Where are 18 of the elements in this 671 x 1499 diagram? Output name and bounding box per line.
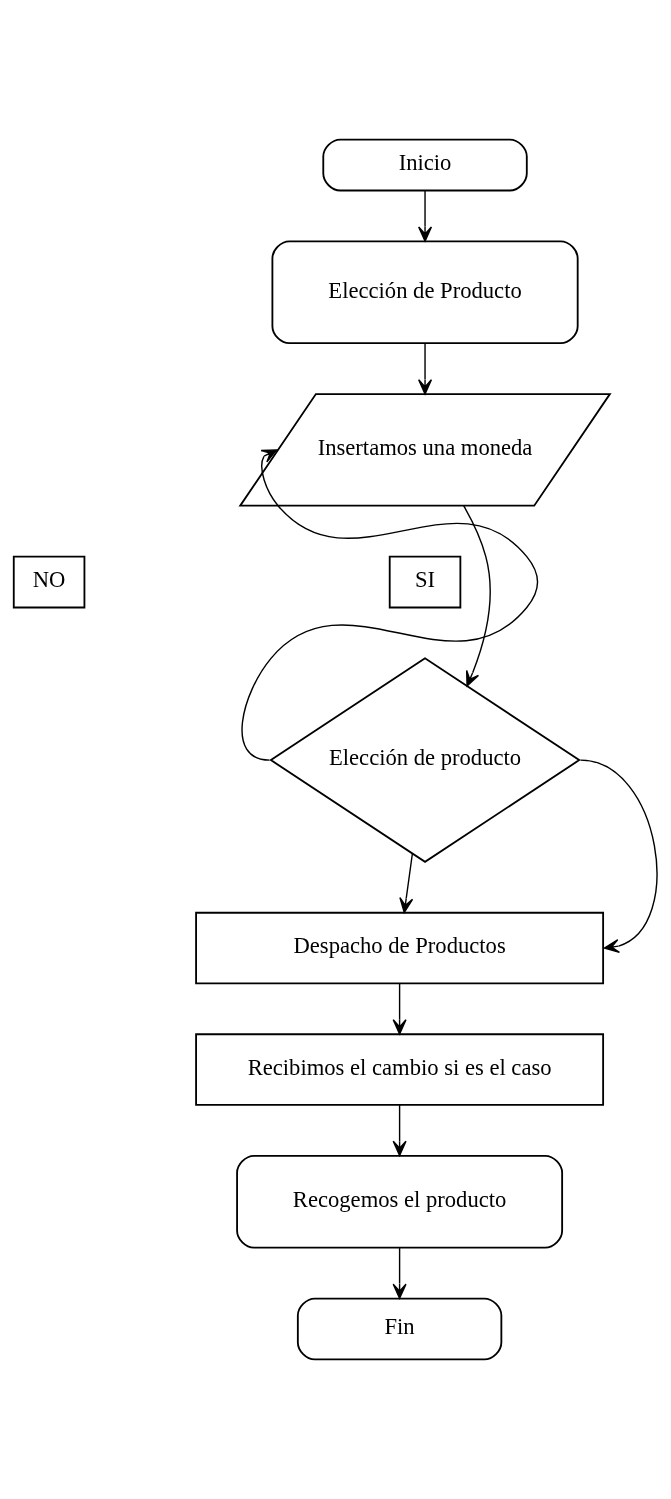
arrow	[392, 1247, 407, 1299]
node-box: Inicio	[322, 138, 528, 192]
node-box: SI	[388, 555, 462, 609]
node-box: Fin	[296, 1297, 503, 1361]
node-diamond: Elección de producto	[269, 657, 581, 863]
node-box: Despacho de Productos	[195, 911, 605, 985]
arrow	[417, 342, 433, 395]
arrow	[417, 190, 433, 242]
arrow	[399, 852, 414, 914]
node-box: Recogemos el producto	[236, 1154, 564, 1249]
arrow	[241, 449, 539, 761]
arrow	[392, 1104, 407, 1157]
node-box: NO	[12, 555, 86, 609]
node-box: Recibimos el cambio si es el caso	[195, 1033, 605, 1106]
arrow	[462, 505, 491, 687]
arrow	[392, 983, 407, 1035]
arrow	[579, 759, 658, 954]
node-box: Elección de Producto	[271, 240, 579, 345]
